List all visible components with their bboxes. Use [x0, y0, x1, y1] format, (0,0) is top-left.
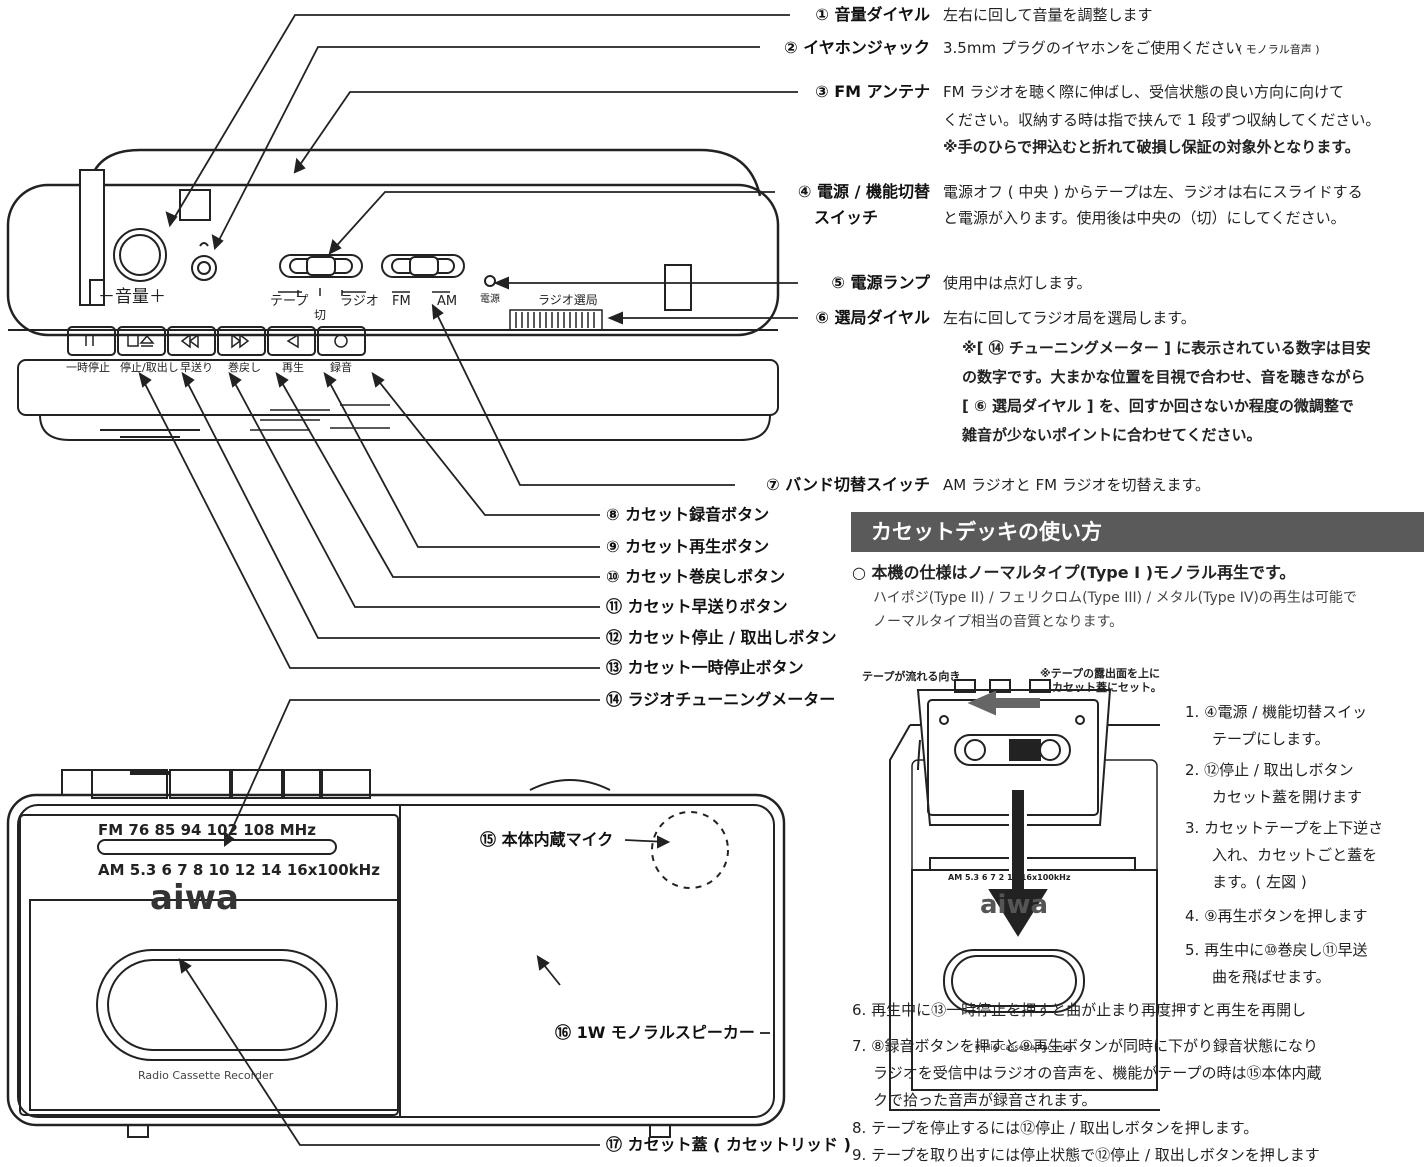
step-5: 5. 再生中に⑩巻戻し⑪早送 [1185, 941, 1368, 959]
callout-16-label: ⑯ 1W モノラルスピーカー [555, 1023, 755, 1042]
callout-14-label: ⑭ ラジオチューニングメーター [606, 690, 836, 709]
callout-1-label: ① 音量ダイヤル [815, 5, 930, 24]
device-top-view [6, 148, 780, 441]
step-7-cont-2: クで拾った音声が録音されます。 [873, 1091, 1097, 1109]
callout-1-desc: 左右に回して音量を調整します [943, 6, 1153, 24]
callout-9-label: ⑨ カセット再生ボタン [606, 537, 770, 556]
btn-label-ff: 早送り [180, 361, 213, 374]
aiwa-logo: aiwa [150, 878, 239, 918]
am-scale: AM 5.3 6 7 8 10 12 14 16x100kHz [98, 861, 380, 879]
figure-text: Radio Cassette Recorder [975, 1043, 1074, 1052]
tape-direction-label: テープが流れる向き [862, 670, 961, 683]
figure-note-2: カセット蓋にセット。 [1052, 681, 1162, 694]
callout-17-label: ⑰ カセット蓋 ( カセットリッド ) [606, 1135, 851, 1154]
tape-label: テープ [270, 294, 309, 309]
btn-label-play: 再生 [282, 361, 304, 374]
btn-label-pause: 一時停止 [66, 361, 110, 374]
callout-4-desc2: と電源が入ります。使用後は中央の（切）にしてください。 [943, 209, 1346, 227]
callout-13-label: ⑬ カセット一時停止ボタン [606, 658, 804, 677]
btn-label-rec: 録音 [330, 361, 352, 374]
power-label: 電源 [480, 294, 500, 305]
callout-7-desc: AM ラジオと FM ラジオを切替えます。 [943, 476, 1210, 494]
step-3-cont-2: ます。( 左図 ) [1212, 873, 1307, 891]
spec-line-2: ノーマルタイプ相当の音質となります。 [873, 614, 1124, 630]
callout-2-label: ② イヤホンジャック [784, 38, 930, 57]
callout-3-desc2: ください。収納する時は指で挟んで 1 段ずつ収納してください。 [943, 111, 1381, 129]
callout-6-note2: の数字です。大まかな位置を目視で合わせ、音を聴きながら [962, 368, 1366, 386]
step-2-cont: カセット蓋を開けます [1212, 788, 1363, 806]
callout-4-label1: ④ 電源 / 機能切替 [797, 182, 930, 201]
step-4: 4. ⑨再生ボタンを押します [1185, 907, 1368, 925]
callout-12-label: ⑫ カセット停止 / 取出しボタン [606, 628, 837, 647]
radio-label: ラジオ [340, 294, 379, 309]
callout-7-label: ⑦ バンド切替スイッチ [766, 475, 930, 494]
callout-2-desc: 3.5mm プラグのイヤホンをご使用ください [943, 39, 1241, 57]
spec-line-1: ハイポジ(Type II) / フェリクロム(Type III) / メタル(T… [873, 590, 1357, 606]
step-2: 2. ⑫停止 / 取出しボタン [1185, 761, 1354, 779]
btn-label-rew: 巻戻し [228, 361, 261, 374]
callout-6-desc: 左右に回してラジオ局を選局します。 [943, 309, 1196, 327]
callout-11-label: ⑪ カセット早送りボタン [606, 597, 788, 616]
step-8: 8. テープを停止するには⑫停止 / 取出しボタンを押します。 [852, 1119, 1259, 1137]
fm-scale: FM 76 85 94 102 108 MHz [98, 821, 316, 839]
section-heading: カセットデッキの使い方 [851, 512, 1424, 552]
figure-note-1: ※テープの露出面を上に [1040, 667, 1161, 680]
volume-label: －音量＋ [98, 287, 166, 307]
leader-lines [139, 14, 798, 1146]
callout-5-label: ⑤ 電源ランプ [831, 273, 930, 292]
step-1-cont: テープにします。 [1212, 730, 1330, 748]
callout-3-warning: ※手のひらで押込むと折れて破損し保証の対象外となります。 [943, 138, 1360, 156]
callout-6-note3: [ ⑥ 選局ダイヤル ] を、回すか回さないか程度の微調整で [962, 397, 1354, 415]
callout-3-desc1: FM ラジオを聴く際に伸ばし、受信状態の良い方向に向けて [943, 83, 1345, 101]
callout-3-label: ③ FM アンテナ [815, 82, 930, 101]
am-label: AM [437, 294, 458, 309]
device-front-view [6, 769, 786, 1138]
callout-6-note4: 雑音が少ないポイントに合わせてください。 [962, 426, 1262, 444]
step-9: 9. テープを取り出すには停止状態で⑫停止 / 取出しボタンを押します [852, 1146, 1320, 1164]
step-7-cont: ラジオを受信中はラジオの音声を、機能がテープの時は⑮本体内蔵 [873, 1064, 1322, 1082]
fm-label: FM [392, 294, 411, 309]
callout-2-note: ( モノラル音声 ) [1238, 43, 1320, 56]
figure-logo: aiwa [980, 890, 1049, 920]
callout-10-label: ⑩ カセット巻戻しボタン [606, 567, 786, 586]
callout-5-desc: 使用中は点灯します。 [943, 274, 1092, 292]
btn-label-stop: 停止/取出し [120, 361, 179, 374]
off-label: 切 [314, 308, 327, 322]
callout-4-label2: スイッチ [813, 208, 878, 227]
tuning-label: ラジオ選局 [538, 293, 598, 307]
spec-title: ○ 本機の仕様はノーマルタイプ(Type I )モノラル再生です。 [852, 563, 1296, 582]
step-1: 1. ④電源 / 機能切替スイッ [1185, 703, 1368, 721]
callout-8-label: ⑧ カセット録音ボタン [606, 505, 770, 524]
callout-15-label: ⑮ 本体内蔵マイク [480, 830, 614, 849]
step-6: 6. 再生中に⑬一時停止を押すと曲が止まり再度押すと再生を再開し [852, 1001, 1307, 1019]
cassette-insert-figure [889, 679, 1160, 1111]
callout-6-label: ⑥ 選局ダイヤル [815, 308, 930, 327]
step-7: 7. ⑧録音ボタンを押すと⑨再生ボタンが同時に下がり録音状態になり [852, 1037, 1318, 1055]
cassette-lid-text: Radio Cassette Recorder [138, 1069, 274, 1082]
callout-6-note1: ※[ ⑭ チューニングメーター ] に表示されている数字は目安 [962, 339, 1371, 357]
figure-scale: AM 5.3 6 7 2 14 16x100kHz [948, 873, 1071, 882]
callout-4-desc1: 電源オフ ( 中央 ) からテープは左、ラジオは右にスライドする [943, 183, 1363, 201]
step-3-cont: 入れ、カセットごと蓋を [1212, 846, 1378, 864]
step-5-cont: 曲を飛ばせます。 [1212, 968, 1331, 986]
step-3: 3. カセットテープを上下逆さ [1185, 819, 1384, 837]
